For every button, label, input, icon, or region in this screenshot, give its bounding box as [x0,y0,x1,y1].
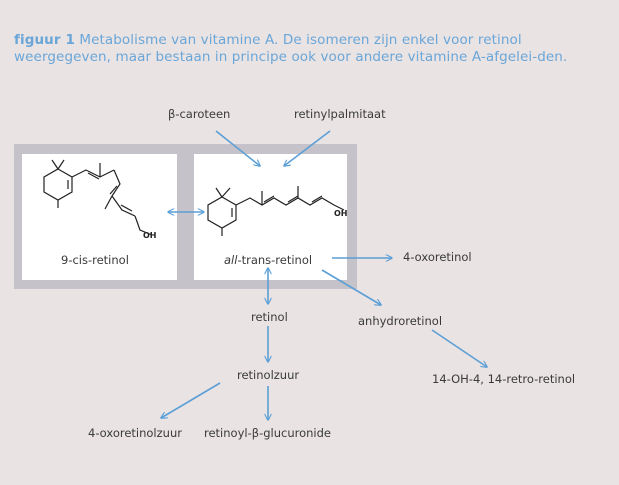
arrow-palmitaat-to-trans [284,130,331,166]
trans-retinol-structure [207,186,345,236]
node-4-oxoretinolzuur: 4-oxoretinolzuur [88,426,182,440]
node-retinolzuur: retinolzuur [237,368,300,382]
trans-rest: -trans-retinol [237,253,313,267]
node-all-trans-retinol: all-trans-retinol [224,253,312,267]
node-anhydroretinol: anhydroretinol [358,314,443,328]
node-retinol: retinol [251,310,288,324]
node-beta-caroteen: β-caroteen [168,107,231,121]
figure-label: figuur 1 [14,32,75,48]
trans-retinol-box [194,154,347,280]
trans-oh-label: OH [334,209,348,218]
node-14-oh-retro-retinol: 14-OH-4, 14-retro-retinol [432,372,576,386]
figure-caption-text: Metabolisme van vitamine A. De isomeren … [14,32,568,65]
trans-prefix: all [224,253,238,267]
node-4-oxoretinol: 4-oxoretinol [403,250,472,264]
arrows [161,130,487,420]
node-retinoyl-glucuronide: retinoyl-β-glucuronide [204,426,331,440]
arrow-anhydro-to-retro [431,329,487,367]
figure-caption: figuur 1 Metabolisme van vitamine A. De … [14,32,604,66]
arrow-zuur-to-oxoretinolzuur [161,382,221,418]
cis-oh-label: OH [143,231,157,240]
node-9-cis-retinol: 9-cis-retinol [61,253,129,267]
node-retinylpalmitaat: retinylpalmitaat [294,107,386,121]
cis-retinol-structure [43,159,153,236]
arrow-caroteen-to-trans [215,130,260,166]
arrow-trans-to-anhydroretinol [321,269,381,305]
